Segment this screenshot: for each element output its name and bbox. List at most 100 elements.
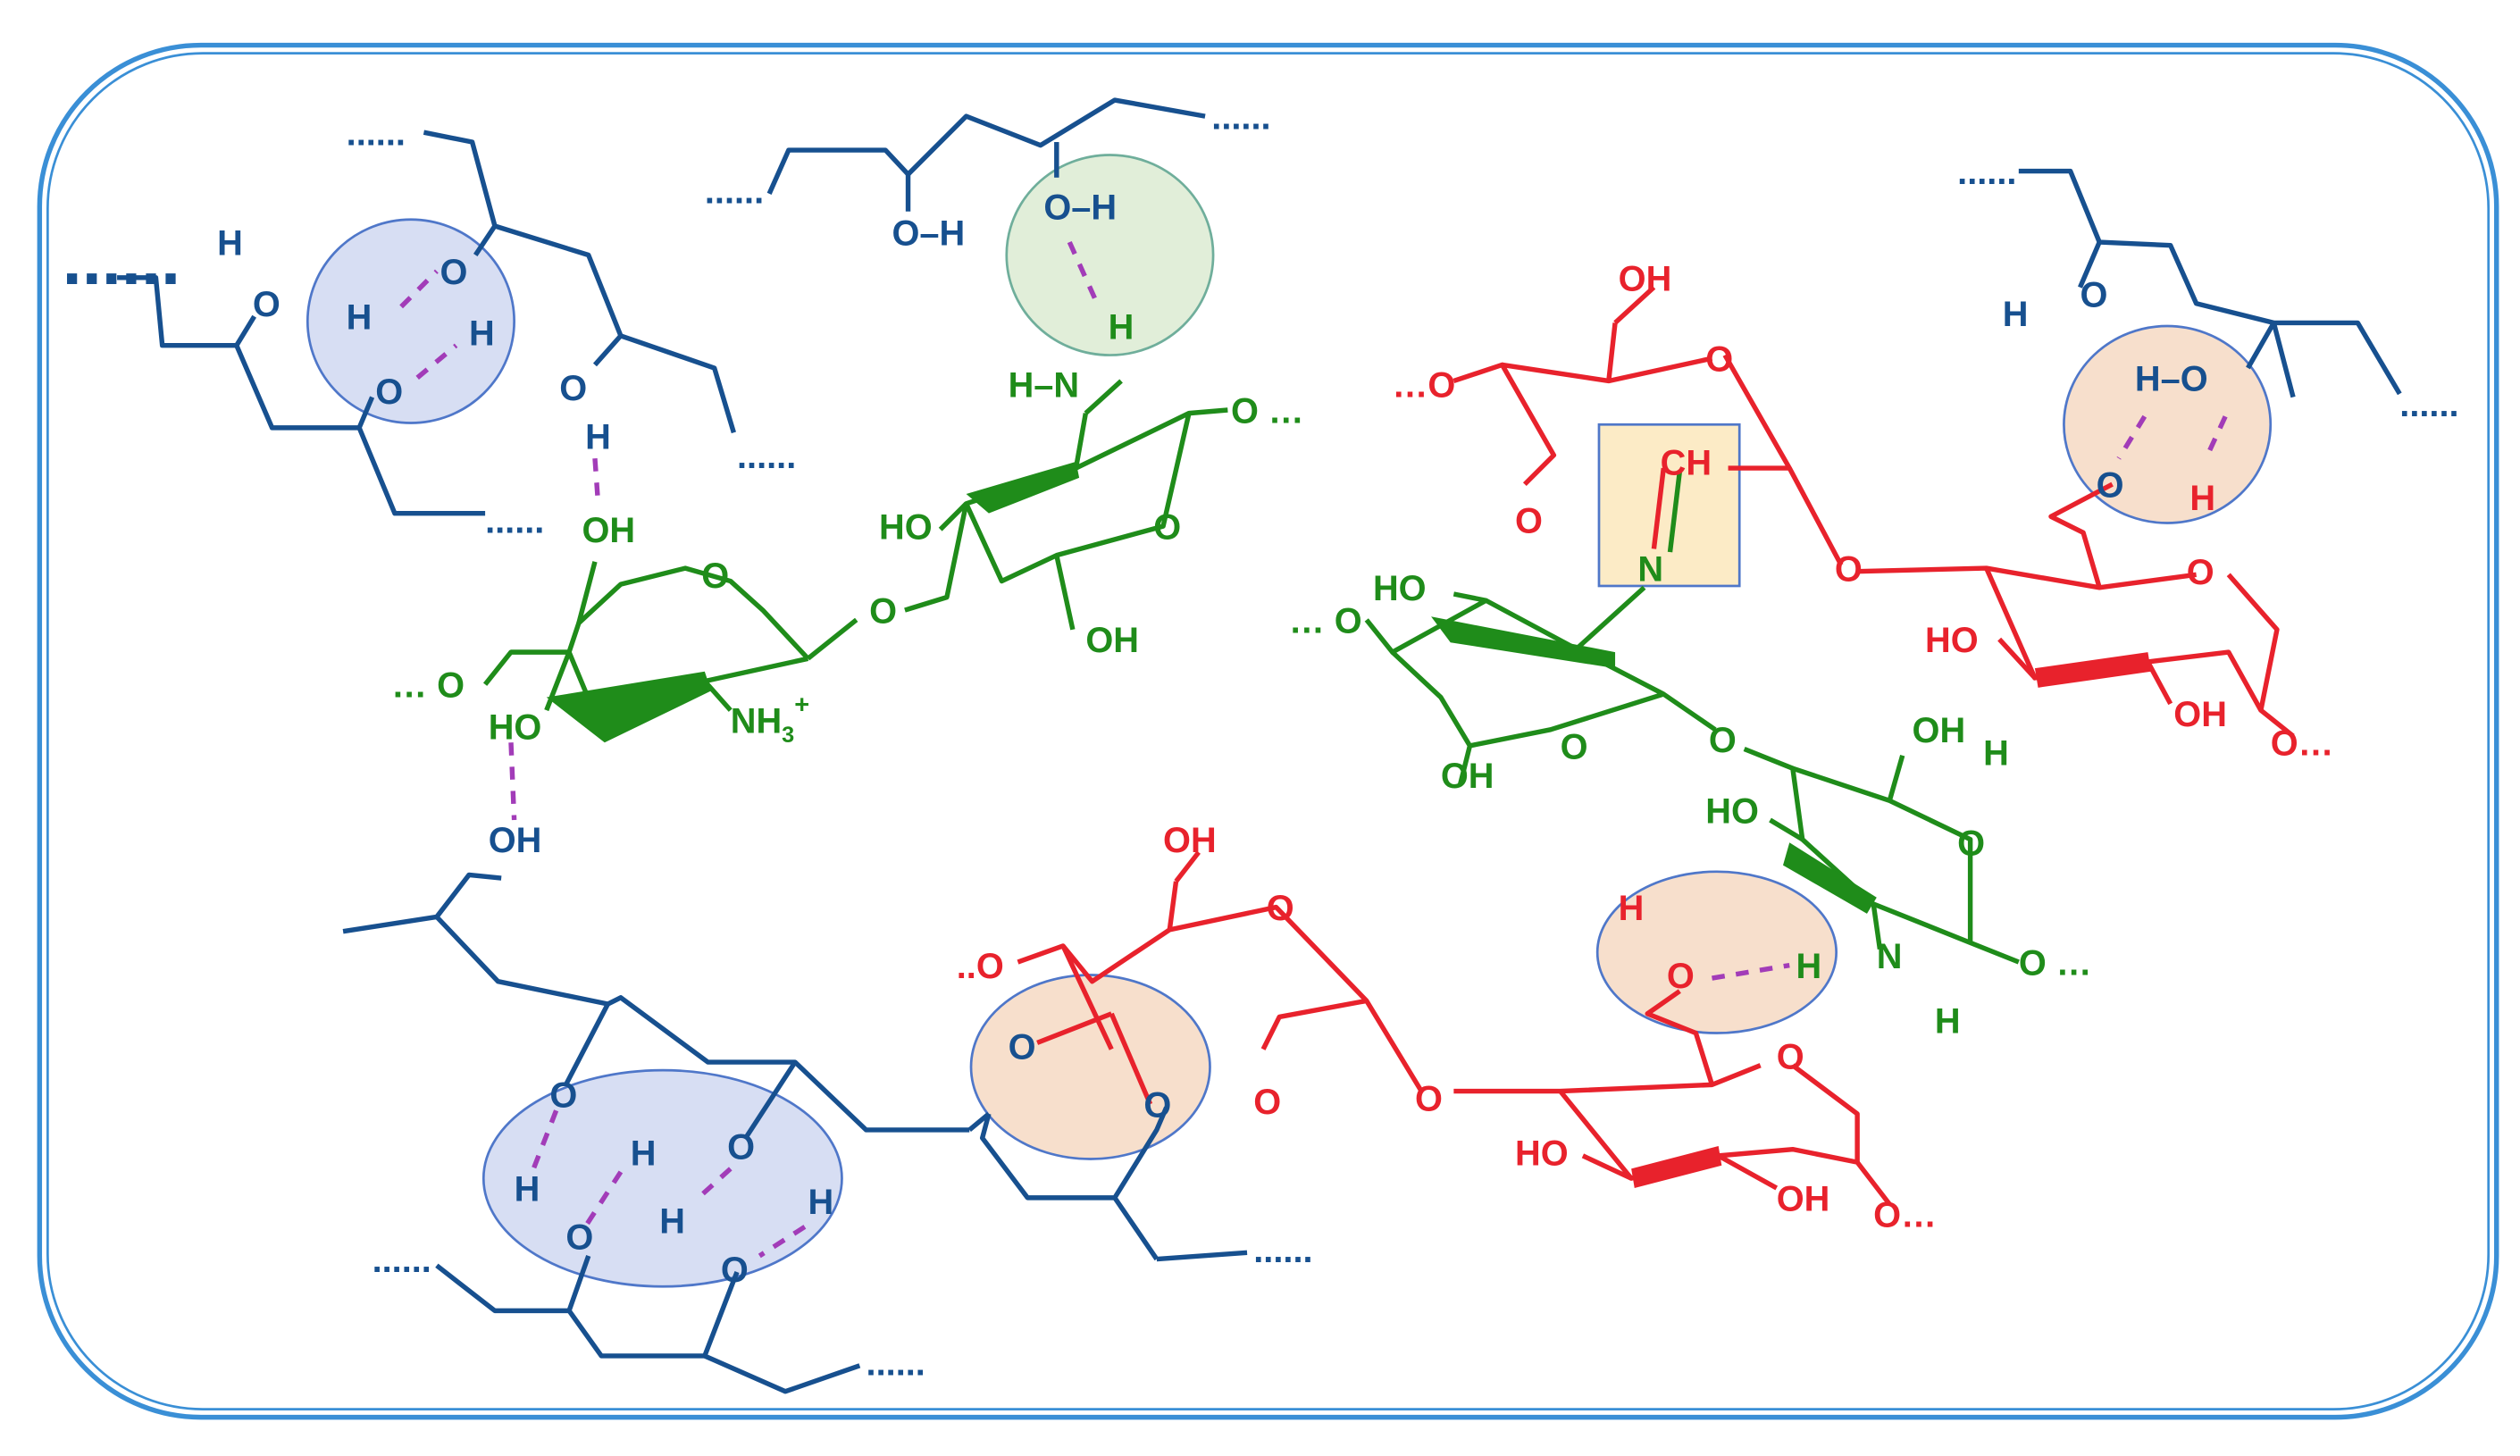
chain-link-label: O… [2271,724,2334,764]
hbond-region-ellipse [306,218,515,424]
dotted-chain-end: ...... [1211,98,1270,138]
hydrogen-label: H [469,314,495,354]
hydrogen-label: H [347,298,373,338]
hydroxyl-label: HO [1705,792,1759,832]
hydroxyl-label: HO [489,708,542,748]
chain-link-label: … O [1289,601,1362,640]
oxygen-label: O [565,1218,593,1258]
o-h-label: O–H [1043,188,1117,228]
hydrogen-label: H [585,417,611,456]
oxygen-label: O [869,592,897,632]
h-n-label: H–N [1009,366,1080,406]
ammonium-label: NH3+ [731,691,809,749]
hydrogen-label: H [808,1183,834,1222]
chitosan-wedges [546,461,1877,914]
schiff-base-bonds [1651,467,1683,553]
oxygen-label: O [1415,1079,1443,1118]
dotted-chain-end: ...... [1253,1231,1312,1270]
hydroxyl-label: OH [1441,757,1494,796]
chitosan-labels: OH O … O O HO NH3+ OH HO O O … H–N H … O… [391,307,2091,1041]
hydroxyl-label: HO [1515,1134,1569,1174]
pva-chains [117,97,2402,1394]
oxygen-label: OH [489,821,542,860]
h-o-label: H–O [2135,359,2208,398]
hydroxyl-label: OH [1085,621,1139,660]
oxygen-label: O [1777,1037,1804,1076]
hbond-region-ellipse [1005,154,1215,356]
nitrogen-label: N [1877,937,1903,976]
highlight-regions [306,154,2273,1288]
chain-link-label: O … [2019,943,2092,983]
oxygen-label: O [2187,553,2214,592]
dotted-chain-end: ...... [2399,385,2458,424]
oxygen-label: O [1153,508,1181,548]
hydroxyl-label: OH [2173,695,2227,734]
dotted-chain-end: ...... [373,1241,431,1280]
oxygen-label: O [559,369,587,408]
chain-link-label: …O [1393,366,1456,406]
oxygen-label: O [2080,275,2108,314]
oxygen-label: O [1667,957,1695,996]
oxygen-label: O [1835,550,1863,590]
dotted-chain-end: ...... [737,437,796,476]
hydroxyl-label: HO [1925,621,1979,660]
acetal-bonds [1036,1011,1153,1106]
hydrogen-label: H [1983,734,2009,774]
pva-labels: ...... ...... ...... ...... ...... .....… [63,98,2459,1384]
oxygen-label: O [1267,889,1294,928]
hydrogen-label: H [2189,479,2215,518]
oxygen-label: O [1705,340,1733,380]
oxygen-label: O [1009,1027,1036,1067]
hydrogen-label: H [217,224,243,264]
hydroxyl-label: OH [1619,259,1672,298]
oxygen-label: O [1515,501,1543,540]
nitrogen-label: N [1637,550,1663,590]
hydroxyl-label: OH [1913,711,1966,750]
oxygen-label: O [727,1127,755,1167]
oxygen-label: O [440,253,467,292]
chain-link-label: O… [1873,1195,1937,1234]
oxygen-label: O [2097,466,2124,506]
dotted-chain-end: ...... [485,501,544,540]
hydroxyl-label: OH [582,511,636,550]
hydrogen-label: H [2003,295,2029,334]
hydrogen-label: H [1796,947,1821,986]
hydrogen-label: H [659,1202,685,1242]
oxidized-wedges [1631,652,2152,1189]
o-h-label: O–H [892,214,965,254]
oxidized-labels: OH …O O O CH O O HO OH O… H OH ..O O O O… [957,259,2334,1234]
oxygen-label: O [1253,1083,1281,1122]
oxygen-label: O [1143,1086,1171,1125]
oxidized-units [1017,285,2295,1206]
hydroxyl-label: OH [1777,1179,1830,1218]
oxygen-label: O [1561,727,1588,766]
dotted-chain-end: ...... [705,172,764,212]
dotted-chain-end: ...... [63,220,181,299]
oxygen-label: O [549,1076,577,1116]
oxygen-label: O [253,285,280,324]
oxygen-label: O [721,1251,749,1290]
dotted-chain-end: ...... [1957,153,2016,192]
hbond-region-ellipse [2063,324,2273,524]
oxygen-label: O [1957,824,1985,864]
hbond-region-ellipse [1595,870,1838,1034]
hydroxyl-label: OH [1163,821,1217,860]
hydrogen-bond-lines [399,240,2228,1259]
chain-link-label: ..O [957,947,1004,986]
hydrogen-label: H [1619,889,1645,928]
hydrogen-label: H [1109,307,1134,347]
hydrogen-label: H [1935,1002,1961,1042]
schiff-base-box [1597,423,1741,588]
chain-link-label: … O [391,666,465,706]
dotted-chain-end: ...... [347,114,406,154]
outer-frame [37,42,2499,1420]
hydroxyl-label: HO [879,508,933,548]
hydrogen-label: H [631,1134,657,1174]
hydrogen-label: H [515,1169,540,1209]
hydroxyl-label: HO [1373,569,1427,608]
acetal-region-ellipse [969,974,1211,1160]
chain-link-label: O … [1231,391,1304,431]
oxygen-label: O [375,372,403,412]
oxygen-label: O [701,556,729,596]
